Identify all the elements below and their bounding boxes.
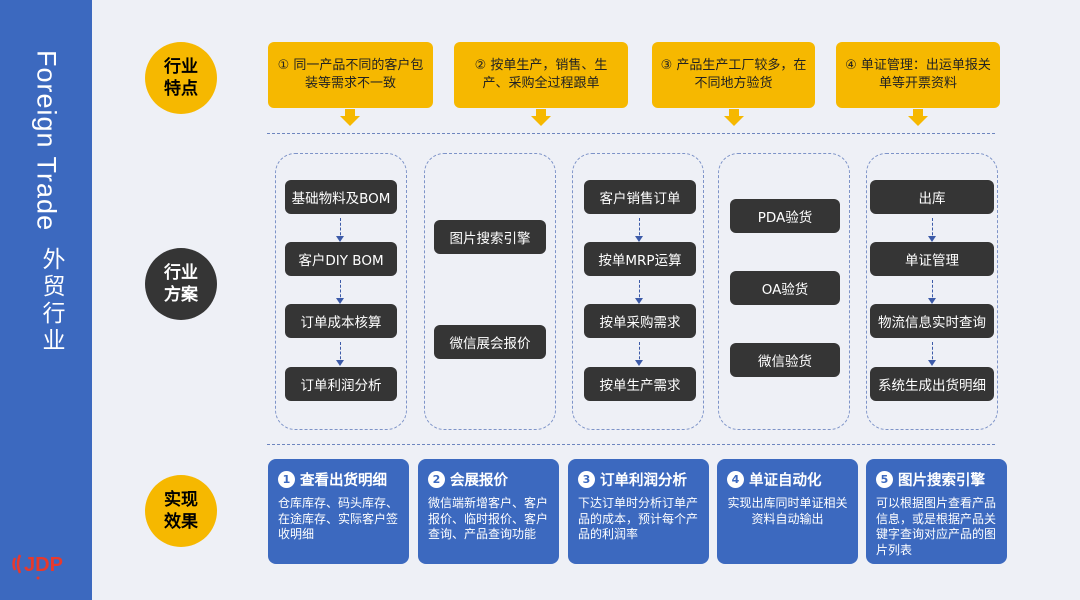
feature-text: ② 按单生产，销售、生产、采购全过程跟单 bbox=[474, 58, 608, 91]
solution-item: 微信验货 bbox=[730, 343, 840, 377]
flow-arrow-icon bbox=[928, 218, 936, 242]
row-label-features: 行业特点 bbox=[145, 42, 217, 114]
down-arrow-icon bbox=[531, 109, 551, 126]
solution-item: PDA验货 bbox=[730, 199, 840, 233]
feature-box: ① 同一产品不同的客户包装等需求不一致 bbox=[268, 42, 433, 108]
number-badge-icon: 1 bbox=[278, 470, 295, 488]
number-badge-icon: 4 bbox=[727, 470, 744, 488]
effect-card-title: 5 图片搜索引擎 bbox=[876, 468, 997, 490]
solution-item: 基础物料及BOM bbox=[285, 180, 397, 214]
solution-column: 图片搜索引擎 微信展会报价 bbox=[424, 153, 556, 430]
effect-card: 5 图片搜索引擎 可以根据图片查看产品信息，或是根据产品关键字查询对应产品的图片… bbox=[866, 459, 1007, 564]
effect-title-text: 订单利润分析 bbox=[600, 472, 687, 489]
flow-arrow-icon bbox=[336, 218, 344, 242]
solution-item: 按单生产需求 bbox=[584, 367, 696, 401]
solution-column: 出库 单证管理 物流信息实时查询 系统生成出货明细 bbox=[866, 153, 998, 430]
solution-item: 物流信息实时查询 bbox=[870, 304, 994, 338]
effect-title-text: 查看出货明细 bbox=[300, 472, 387, 489]
row-label-effects-text: 实现效果 bbox=[164, 490, 198, 532]
solution-item: 图片搜索引擎 bbox=[434, 220, 546, 254]
effect-card-title: 4 单证自动化 bbox=[727, 468, 848, 490]
feature-box: ② 按单生产，销售、生产、采购全过程跟单 bbox=[454, 42, 628, 108]
solution-item: 单证管理 bbox=[870, 242, 994, 276]
feature-text: ③ 产品生产工厂较多，在不同地方验货 bbox=[660, 58, 807, 91]
solution-column: 客户销售订单 按单MRP运算 按单采购需求 按单生产需求 bbox=[572, 153, 704, 430]
flow-arrow-icon bbox=[336, 280, 344, 304]
effect-title-text: 图片搜索引擎 bbox=[898, 472, 985, 489]
feature-text: ① 同一产品不同的客户包装等需求不一致 bbox=[277, 58, 424, 91]
down-arrow-icon bbox=[724, 109, 744, 126]
effect-title-text: 单证自动化 bbox=[749, 472, 822, 489]
effect-card-title: 1 查看出货明细 bbox=[278, 468, 399, 490]
flow-arrow-icon bbox=[635, 342, 643, 366]
solution-item: 按单采购需求 bbox=[584, 304, 696, 338]
number-badge-icon: 5 bbox=[876, 470, 893, 488]
solution-item: 订单成本核算 bbox=[285, 304, 397, 338]
flow-arrow-icon bbox=[928, 342, 936, 366]
flow-arrow-icon bbox=[635, 218, 643, 242]
row-label-solutions-text: 行业方案 bbox=[164, 263, 198, 305]
divider bbox=[267, 444, 995, 445]
row-label-features-text: 行业特点 bbox=[164, 57, 198, 99]
effect-body: 实现出库同时单证相关资料自动输出 bbox=[727, 496, 848, 526]
solution-item: 出库 bbox=[870, 180, 994, 214]
sidebar-title-en: Foreign Trade bbox=[31, 50, 62, 232]
effect-card: 3 订单利润分析 下达订单时分析订单产品的成本，预计每个产品的利润率 bbox=[568, 459, 709, 564]
effect-card: 1 查看出货明细 仓库库存、码头库存、在途库存、实际客户签收明细 bbox=[268, 459, 409, 564]
row-label-effects: 实现效果 bbox=[145, 475, 217, 547]
solution-item: OA验货 bbox=[730, 271, 840, 305]
jdp-logo: JDP bbox=[12, 554, 63, 580]
effect-card-title: 3 订单利润分析 bbox=[578, 468, 699, 490]
effect-body: 仓库库存、码头库存、在途库存、实际客户签收明细 bbox=[278, 496, 399, 541]
solution-item: 订单利润分析 bbox=[285, 367, 397, 401]
solution-column: 基础物料及BOM 客户DIY BOM 订单成本核算 订单利润分析 bbox=[275, 153, 407, 430]
feature-text: ④ 单证管理：出运单报关单等开票资料 bbox=[845, 58, 991, 91]
effect-card: 2 会展报价 微信端新增客户、客户报价、临时报价、客户查询、产品查询功能 bbox=[418, 459, 559, 564]
flow-arrow-icon bbox=[336, 342, 344, 366]
solution-item: 系统生成出货明细 bbox=[870, 367, 994, 401]
feature-box: ③ 产品生产工厂较多，在不同地方验货 bbox=[652, 42, 815, 108]
sidebar: Foreign Trade 外贸行业 JDP bbox=[0, 0, 92, 600]
flow-arrow-icon bbox=[635, 280, 643, 304]
down-arrow-icon bbox=[908, 109, 928, 126]
feature-box: ④ 单证管理：出运单报关单等开票资料 bbox=[836, 42, 1000, 108]
effect-body: 下达订单时分析订单产品的成本，预计每个产品的利润率 bbox=[578, 496, 699, 541]
solution-item: 客户DIY BOM bbox=[285, 242, 397, 276]
flow-arrow-icon bbox=[928, 280, 936, 304]
effect-card-title: 2 会展报价 bbox=[428, 468, 549, 490]
effect-title-text: 会展报价 bbox=[450, 472, 508, 489]
sidebar-title-cn: 外贸行业 bbox=[38, 247, 64, 355]
number-badge-icon: 3 bbox=[578, 470, 595, 488]
number-badge-icon: 2 bbox=[428, 470, 445, 488]
effect-body: 微信端新增客户、客户报价、临时报价、客户查询、产品查询功能 bbox=[428, 496, 549, 541]
solution-item: 按单MRP运算 bbox=[584, 242, 696, 276]
down-arrow-icon bbox=[340, 109, 360, 126]
solution-column: PDA验货 OA验货 微信验货 bbox=[718, 153, 850, 430]
solution-item: 客户销售订单 bbox=[584, 180, 696, 214]
effect-card: 4 单证自动化 实现出库同时单证相关资料自动输出 bbox=[717, 459, 858, 564]
effect-body: 可以根据图片查看产品信息，或是根据产品关键字查询对应产品的图片列表 bbox=[876, 496, 997, 557]
logo-text: JDP bbox=[24, 554, 63, 576]
divider bbox=[267, 133, 995, 134]
row-label-solutions: 行业方案 bbox=[145, 248, 217, 320]
solution-item: 微信展会报价 bbox=[434, 325, 546, 359]
